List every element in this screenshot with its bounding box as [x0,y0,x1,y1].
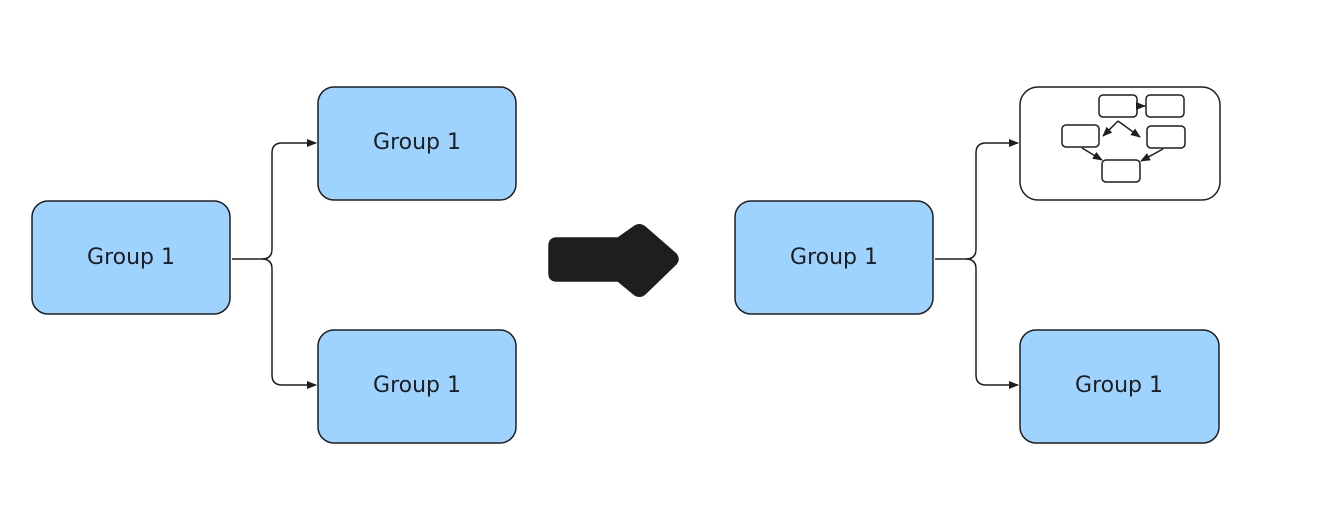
right-arrow-icon [548,223,679,298]
after-connector-bottom[interactable] [965,258,1019,389]
before-source-node[interactable]: Group 1 [31,200,231,315]
node-label: Group 1 [790,245,878,270]
before-connector-bottom[interactable] [261,258,317,389]
node-label: Group 1 [373,373,461,398]
node-label: Group 1 [87,245,175,270]
flowchart-thumbnail-icon [1061,94,1186,183]
before-target-top-node[interactable]: Group 1 [317,86,517,201]
before-connector-top[interactable] [232,139,317,260]
before-target-bottom-node[interactable]: Group 1 [317,329,517,444]
after-connector-top[interactable] [935,139,1019,260]
after-target-bottom-node[interactable]: Group 1 [1019,329,1220,444]
after-source-node[interactable]: Group 1 [734,200,934,315]
after-target-top-node[interactable] [1019,86,1221,201]
node-label: Group 1 [373,130,461,155]
node-label: Group 1 [1075,373,1163,398]
